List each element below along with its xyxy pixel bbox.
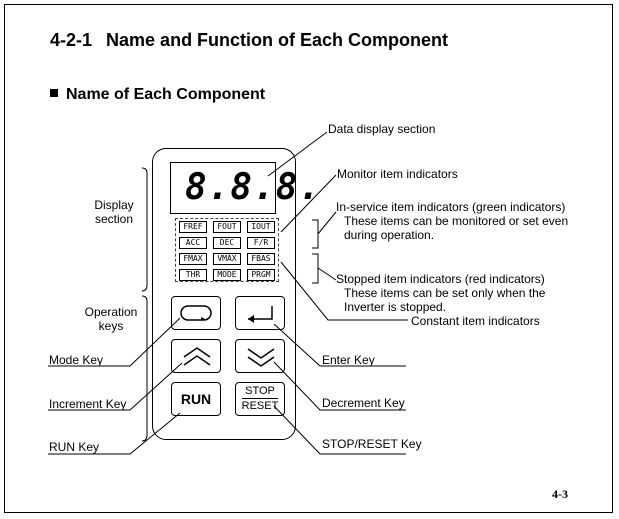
section-heading: 4-2-1 Name and Function of Each Component xyxy=(50,30,448,51)
indicator-fout: FOUT xyxy=(213,221,241,233)
stop-reset-key[interactable]: STOP RESET xyxy=(235,382,285,416)
key-divider xyxy=(242,398,278,399)
indicator-vmax: VMAX xyxy=(213,253,241,265)
indicator-mode: MODE xyxy=(213,269,241,281)
run-key[interactable]: RUN xyxy=(171,382,221,416)
mode-loop-icon xyxy=(180,305,212,321)
enter-arrow-icon xyxy=(248,306,273,323)
enter-key[interactable] xyxy=(235,296,285,330)
stop-label: STOP xyxy=(245,385,275,397)
monitor-item-indicators-label: Monitor item indicators xyxy=(337,167,458,181)
in-service-label: In-service item indicators (green indica… xyxy=(336,200,569,242)
indicator-fr: F/R xyxy=(247,237,275,249)
increment-key[interactable] xyxy=(171,339,221,373)
decrement-key-label: Decrement Key xyxy=(322,396,405,410)
subsection-title: Name of Each Component xyxy=(66,86,266,103)
indicator-thr: THR xyxy=(179,269,207,281)
double-chevron-down-icon xyxy=(247,348,275,367)
indicator-frame xyxy=(175,218,279,282)
increment-key-label: Increment Key xyxy=(49,397,127,411)
indicator-fref: FREF xyxy=(179,221,207,233)
indicator-iout: IOUT xyxy=(247,221,275,233)
indicator-fmax: FMAX xyxy=(179,253,207,265)
reset-label: RESET xyxy=(241,400,279,412)
mode-key[interactable] xyxy=(171,296,221,330)
square-bullet-icon xyxy=(50,89,58,97)
display-section-label: Display section xyxy=(94,198,134,226)
enter-key-label: Enter Key xyxy=(322,353,375,367)
data-display xyxy=(170,162,276,214)
section-number: 4-2-1 xyxy=(50,30,93,50)
indicator-prgm: PRGM xyxy=(247,269,275,281)
indicator-dec: DEC xyxy=(213,237,241,249)
data-display-section-label: Data display section xyxy=(328,122,436,136)
run-key-label: RUN Key xyxy=(49,440,100,454)
indicator-acc: ACC xyxy=(179,237,207,249)
section-title: Name and Function of Each Component xyxy=(106,30,449,50)
page-border xyxy=(4,4,613,513)
constant-item-indicators-label: Constant item indicators xyxy=(411,314,540,328)
indicator-fbas: FBAS xyxy=(247,253,275,265)
decrement-key[interactable] xyxy=(235,339,285,373)
mode-key-label: Mode Key xyxy=(49,353,104,367)
stop-reset-key-label: STOP/RESET Key xyxy=(322,437,422,451)
double-chevron-up-icon xyxy=(183,347,211,366)
display-digits: 8.8.8. xyxy=(185,167,322,208)
stopped-label: Stopped item indicators (red indicators)… xyxy=(336,272,546,314)
page-number: 4-3 xyxy=(552,487,568,501)
operation-keys-label: Operation keys xyxy=(84,305,138,333)
subsection-heading: Name of Each Component xyxy=(50,86,265,104)
